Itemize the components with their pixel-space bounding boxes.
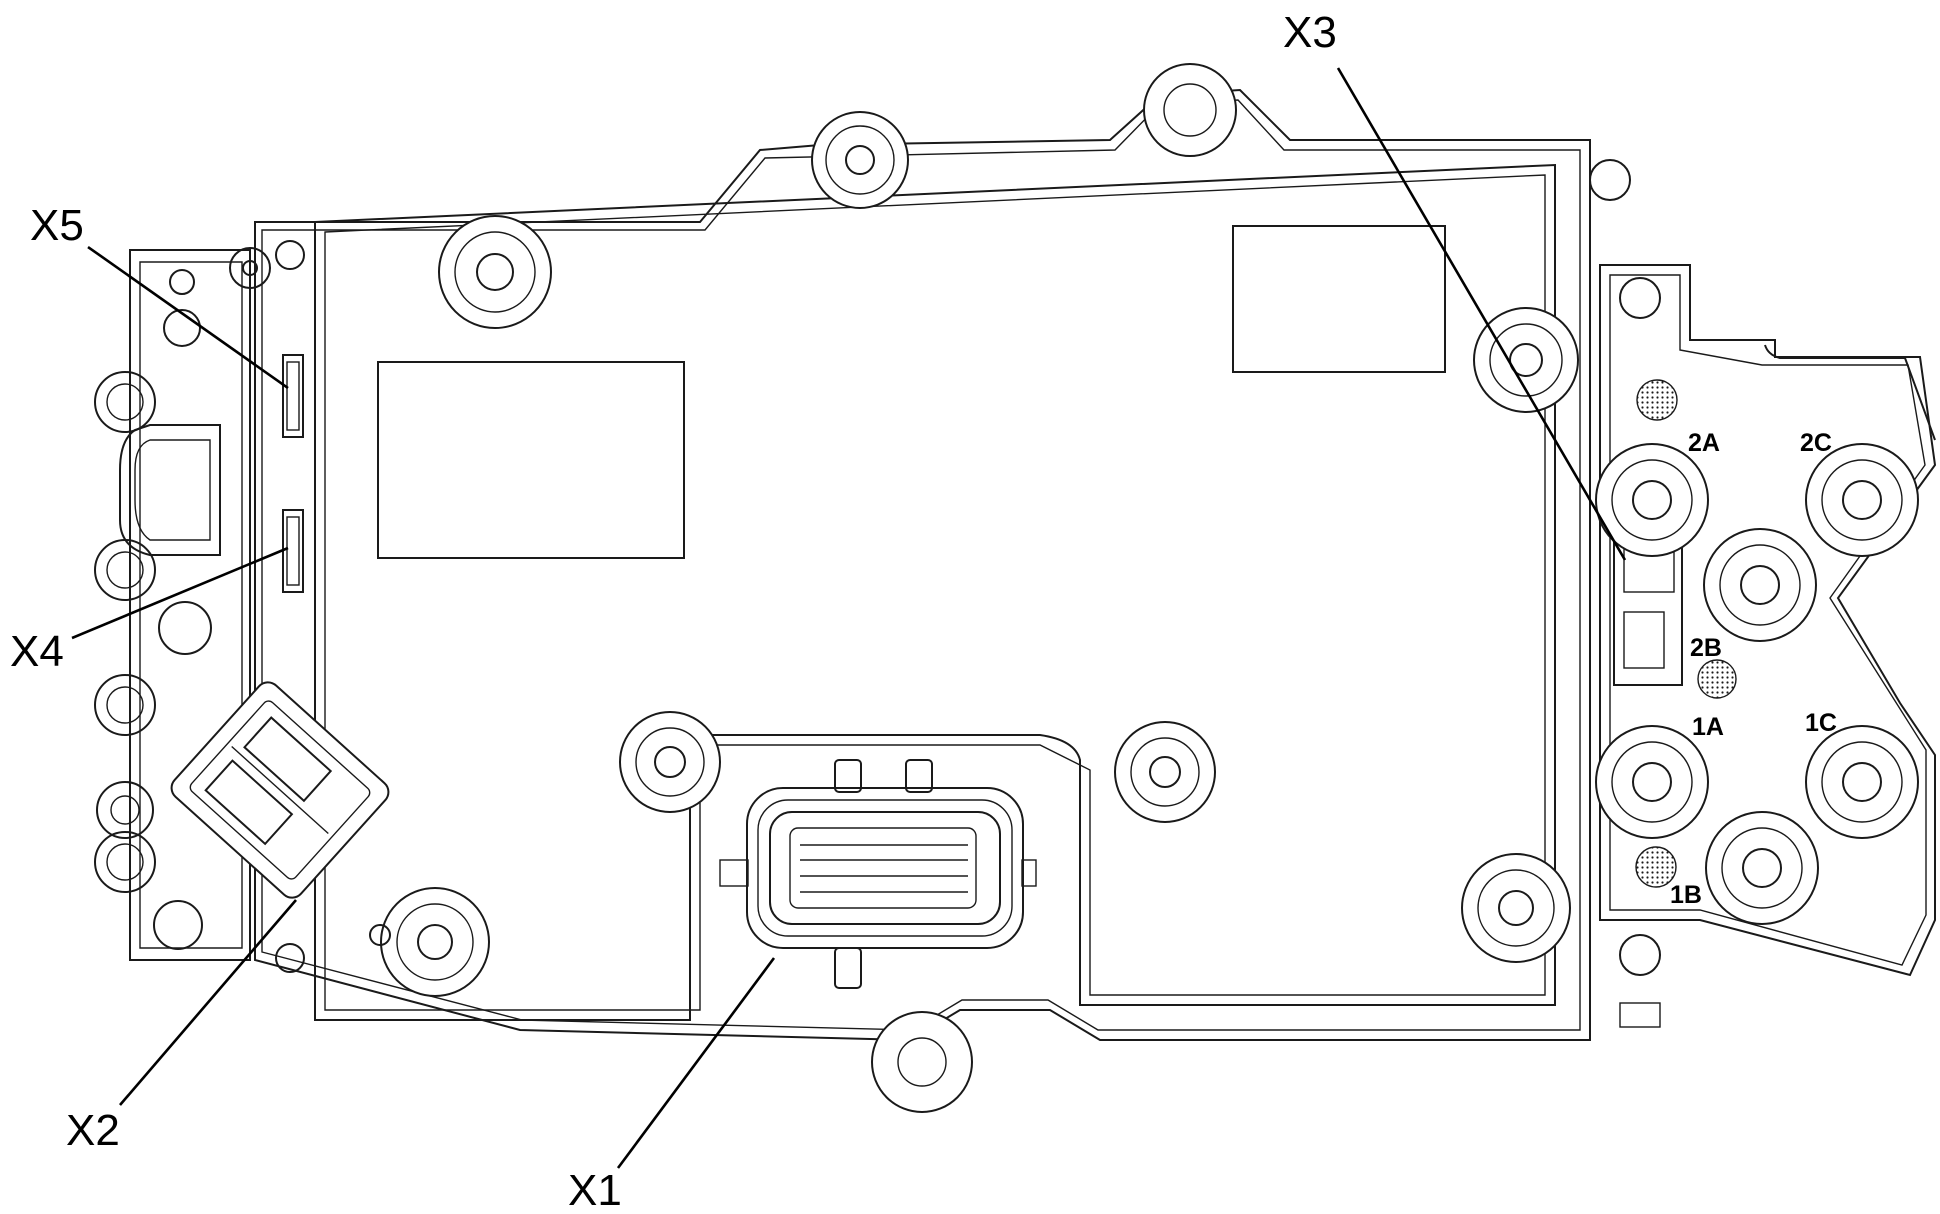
terminal-lug-2b: [1703, 528, 1817, 642]
callout-x2: X2: [66, 1106, 120, 1155]
callout-x4: X4: [10, 627, 64, 676]
screw-boss-bottom-right: [1461, 853, 1571, 963]
screw-boss-bottom: [871, 1011, 973, 1113]
leader-x5: [87, 245, 289, 390]
leader-x3: [1336, 67, 1627, 561]
screw-boss-top-center: [811, 111, 909, 209]
screw-boss-mid-right: [1114, 721, 1216, 823]
leader-lines: [71, 67, 1627, 1169]
module-housing: [254, 88, 1591, 1042]
terminal-lug-2a: [1595, 443, 1709, 557]
connector-x4: [282, 509, 304, 593]
dot-marker-1b: [1635, 846, 1677, 888]
connector-x2: [170, 681, 390, 899]
terminal-label-2b: 2B: [1690, 634, 1722, 662]
mounting-screws: [229, 63, 1631, 1113]
terminal-block: [1595, 264, 1937, 1028]
callout-x1: X1: [568, 1166, 622, 1214]
terminal-lug-1a: [1595, 725, 1709, 839]
screw-boss-mid-left: [619, 711, 721, 813]
leader-x2: [119, 899, 297, 1106]
connector-x3: [1613, 534, 1683, 686]
terminal-label-1c: 1C: [1805, 709, 1837, 737]
terminal-label-2c: 2C: [1800, 429, 1832, 457]
leader-x1: [616, 957, 776, 1169]
terminal-lug-1b: [1705, 811, 1819, 925]
left-mounting-flange: [94, 249, 251, 961]
label-plate-left: [377, 361, 685, 559]
terminal-lug-1c: [1805, 725, 1919, 839]
connector-x1: [719, 759, 1037, 989]
screw-boss-upper-left: [438, 215, 552, 329]
connector-x5: [282, 354, 304, 438]
dot-marker-2b: [1697, 659, 1737, 699]
screw-boss-top: [1143, 63, 1237, 157]
leader-x4: [71, 546, 289, 640]
screw-boss-bottom-left: [380, 887, 490, 997]
callout-x3: X3: [1283, 8, 1337, 57]
terminal-label-2a: 2A: [1688, 429, 1720, 457]
dot-marker-2a: [1636, 379, 1678, 421]
screw-boss-top-right: [1473, 307, 1579, 413]
terminal-label-1a: 1A: [1692, 713, 1724, 741]
label-plate-right: [1232, 225, 1446, 373]
callout-x5: X5: [30, 201, 84, 250]
terminal-lug-2c: [1805, 443, 1919, 557]
terminal-label-1b: 1B: [1670, 881, 1702, 909]
